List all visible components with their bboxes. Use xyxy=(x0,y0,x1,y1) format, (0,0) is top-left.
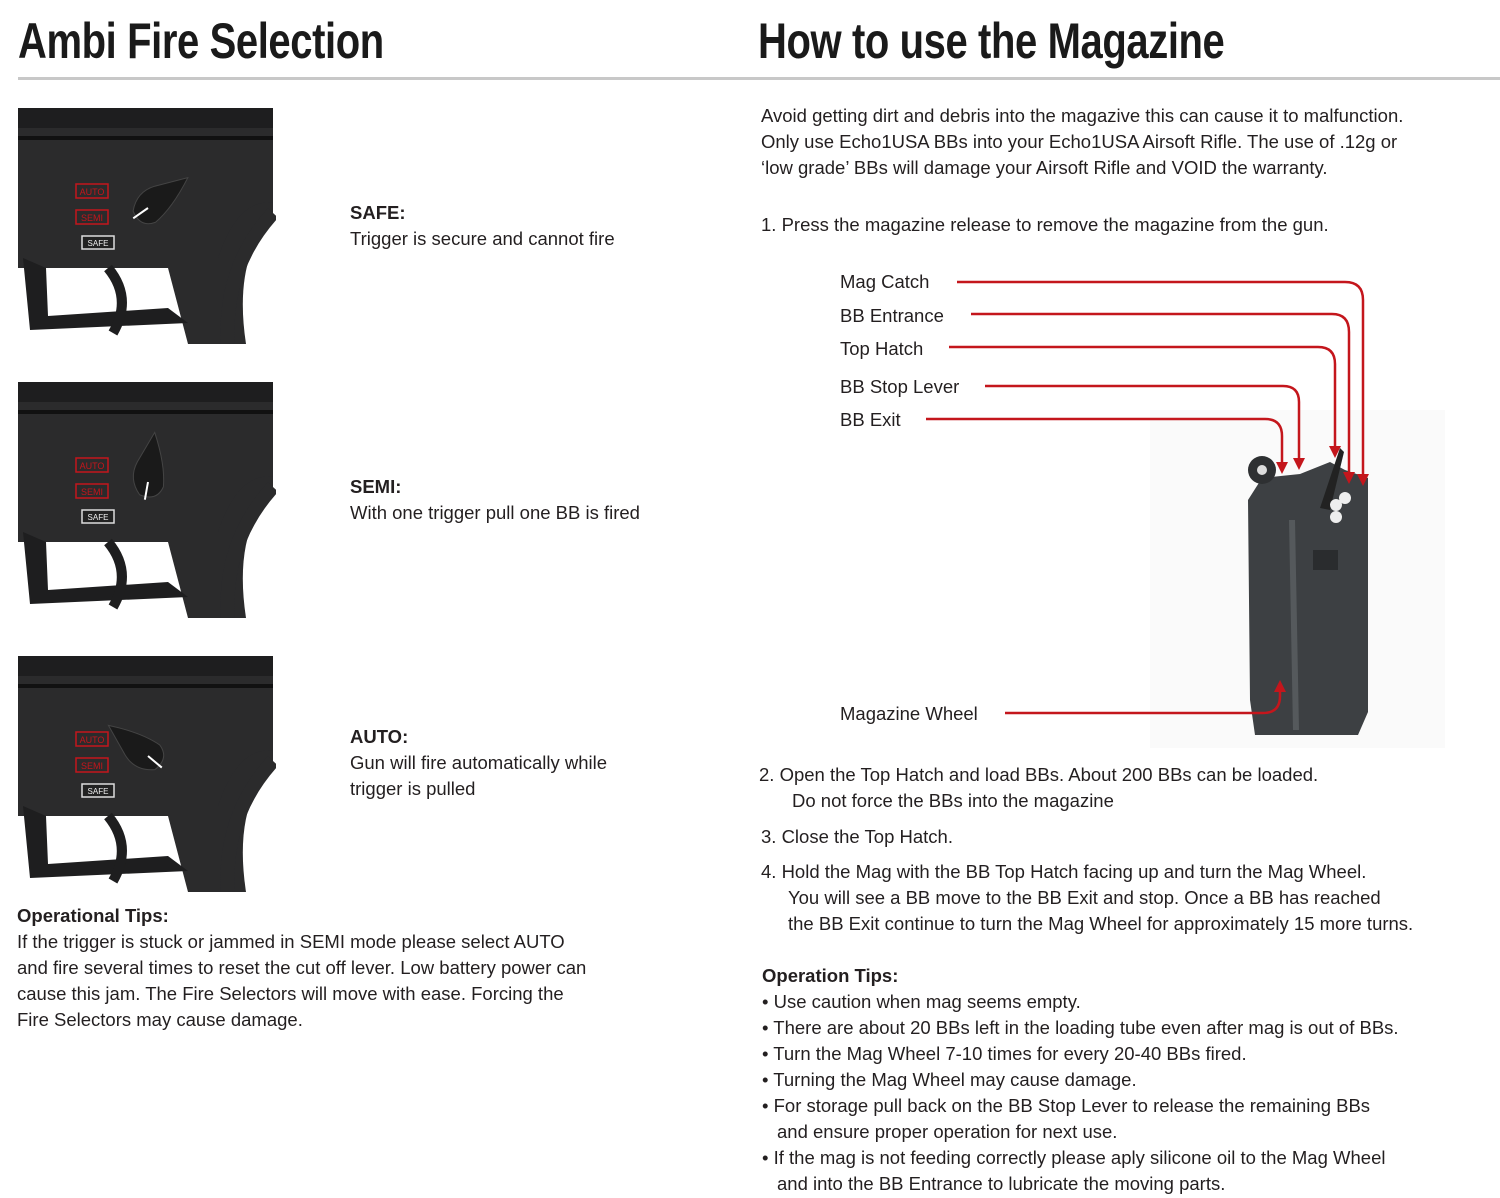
tips-line: If the trigger is stuck or jammed in SEM… xyxy=(17,931,565,952)
tip-item: • There are about 20 BBs left in the loa… xyxy=(762,1017,1399,1038)
tip-item: and ensure proper operation for next use… xyxy=(777,1121,1118,1142)
step-1: 1. Press the magazine release to remove … xyxy=(761,214,1329,235)
label-bb-exit: BB Exit xyxy=(840,409,901,430)
tips-line: cause this jam. The Fire Selectors will … xyxy=(17,983,564,1004)
svg-text:AUTO: AUTO xyxy=(80,735,105,745)
intro-line: Avoid getting dirt and debris into the m… xyxy=(761,105,1404,126)
tip-item: • Use caution when mag seems empty. xyxy=(762,991,1081,1012)
step-line: You will see a BB move to the BB Exit an… xyxy=(788,887,1381,908)
svg-text:SAFE: SAFE xyxy=(88,787,109,796)
svg-text:SAFE: SAFE xyxy=(88,239,109,248)
svg-text:SEMI: SEMI xyxy=(81,213,103,223)
arrowheads xyxy=(1274,446,1369,692)
label-mag-catch: Mag Catch xyxy=(840,271,930,292)
gun-image-auto: AUTO SEMI SAFE xyxy=(18,656,279,897)
mode-semi: SEMI: With one trigger pull one BB is fi… xyxy=(350,474,640,526)
step-4: 4. Hold the Mag with the BB Top Hatch fa… xyxy=(761,859,1413,937)
intro-text: Avoid getting dirt and debris into the m… xyxy=(761,103,1403,181)
operation-tips: Operation Tips: • Use caution when mag s… xyxy=(762,963,1399,1197)
svg-text:SAFE: SAFE xyxy=(88,513,109,522)
step-line: 2. Open the Top Hatch and load BBs. Abou… xyxy=(759,764,1319,785)
mode-safe: SAFE: Trigger is secure and cannot fire xyxy=(350,200,615,252)
mode-desc: Gun will fire automatically while xyxy=(350,752,608,773)
label-bb-stop-lever: BB Stop Lever xyxy=(840,376,960,397)
label-magazine-wheel: Magazine Wheel xyxy=(840,703,978,724)
step-2: 2. Open the Top Hatch and load BBs. Abou… xyxy=(759,762,1318,814)
tips-title: Operational Tips: xyxy=(17,905,169,926)
svg-text:AUTO: AUTO xyxy=(80,187,105,197)
mode-auto: AUTO: Gun will fire automatically while … xyxy=(350,724,607,802)
tip-item: • Turn the Mag Wheel 7-10 times for ever… xyxy=(762,1043,1247,1064)
svg-text:SEMI: SEMI xyxy=(81,761,103,771)
svg-text:SEMI: SEMI xyxy=(81,487,103,497)
magazine-body xyxy=(1248,448,1368,735)
mode-desc: Trigger is secure and cannot fire xyxy=(350,228,615,249)
step-line: 4. Hold the Mag with the BB Top Hatch fa… xyxy=(761,861,1367,882)
intro-line: ‘low grade’ BBs will damage your Airsoft… xyxy=(761,157,1328,178)
tips-line: Fire Selectors may cause damage. xyxy=(17,1009,303,1030)
label-top-hatch: Top Hatch xyxy=(840,338,924,359)
tip-item: and into the BB Entrance to lubricate th… xyxy=(777,1173,1226,1194)
tip-item: • Turning the Mag Wheel may cause damage… xyxy=(762,1069,1137,1090)
gun-image-semi: AUTO SEMI SAFE xyxy=(18,382,279,623)
tips-title: Operation Tips: xyxy=(762,965,899,986)
step-3: 3. Close the Top Hatch. xyxy=(761,826,953,847)
intro-line: Only use Echo1USA BBs into your Echo1USA… xyxy=(761,131,1398,152)
gun-image-safe: AUTO SEMI SAFE xyxy=(18,108,279,349)
step-line: the BB Exit continue to turn the Mag Whe… xyxy=(788,913,1414,934)
label-bb-entrance: BB Entrance xyxy=(840,305,944,326)
header-divider xyxy=(18,77,1500,80)
mode-label: SAFE: xyxy=(350,202,406,223)
right-title: How to use the Magazine xyxy=(758,13,1225,69)
mode-desc: trigger is pulled xyxy=(350,778,476,799)
left-title: Ambi Fire Selection xyxy=(18,13,384,69)
callout-lines xyxy=(926,280,1365,715)
mode-desc: With one trigger pull one BB is fired xyxy=(350,502,640,523)
mode-label: SEMI: xyxy=(350,476,402,497)
tip-item: • For storage pull back on the BB Stop L… xyxy=(762,1095,1371,1116)
step-line: Do not force the BBs into the magazine xyxy=(792,790,1114,811)
operational-tips: Operational Tips: If the trigger is stuc… xyxy=(17,903,586,1033)
mode-label: AUTO: xyxy=(350,726,409,747)
svg-text:AUTO: AUTO xyxy=(80,461,105,471)
tip-item: • If the mag is not feeding correctly pl… xyxy=(762,1147,1386,1168)
tips-line: and fire several times to reset the cut … xyxy=(17,957,587,978)
